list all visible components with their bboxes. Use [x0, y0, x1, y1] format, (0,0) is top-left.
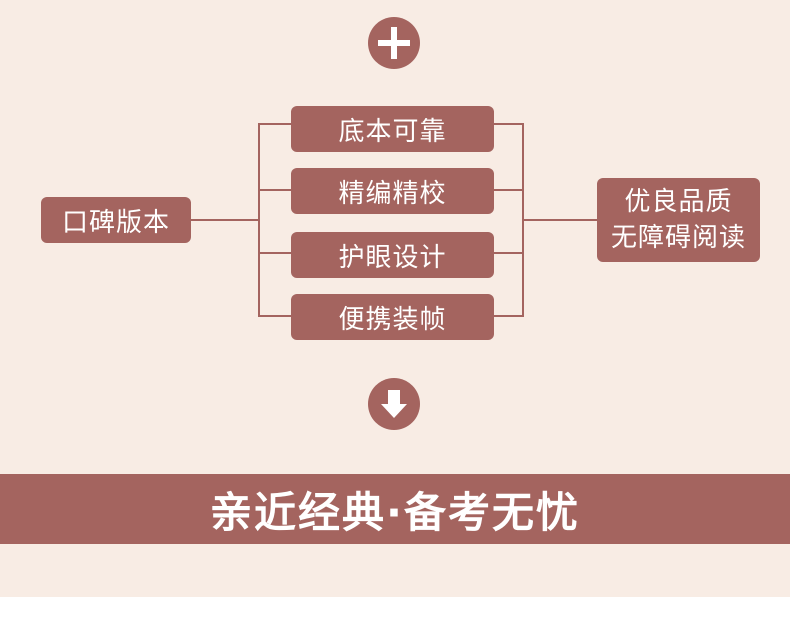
bracket-left-tick-2 — [258, 189, 292, 191]
bracket-right-tick-2 — [493, 189, 524, 191]
arrow-down-icon — [368, 378, 420, 430]
connector-right — [522, 219, 598, 221]
connector-left — [191, 219, 259, 221]
bracket-right-tick-4 — [493, 315, 524, 317]
bracket-left-tick-1 — [258, 123, 292, 125]
bracket-left-tick-4 — [258, 315, 292, 317]
bracket-left-vertical — [258, 123, 260, 317]
center-node-2: 精编精校 — [291, 168, 494, 214]
slogan-banner: 亲近经典·备考无忧 — [0, 474, 790, 544]
slogan-text: 亲近经典·备考无忧 — [210, 487, 580, 537]
bracket-right-tick-3 — [493, 252, 524, 254]
center-node-3: 护眼设计 — [291, 232, 494, 278]
center-node-4: 便携装帧 — [291, 294, 494, 340]
right-node: 优良品质 无障碍阅读 — [597, 178, 760, 262]
center-node-1: 底本可靠 — [291, 106, 494, 152]
bracket-left-tick-3 — [258, 252, 292, 254]
right-node-line-1: 优良品质 — [624, 187, 733, 217]
right-node-line-2: 无障碍阅读 — [610, 223, 746, 253]
left-node: 口碑版本 — [41, 197, 191, 243]
bracket-right-tick-1 — [493, 123, 524, 125]
plus-icon — [368, 17, 420, 69]
